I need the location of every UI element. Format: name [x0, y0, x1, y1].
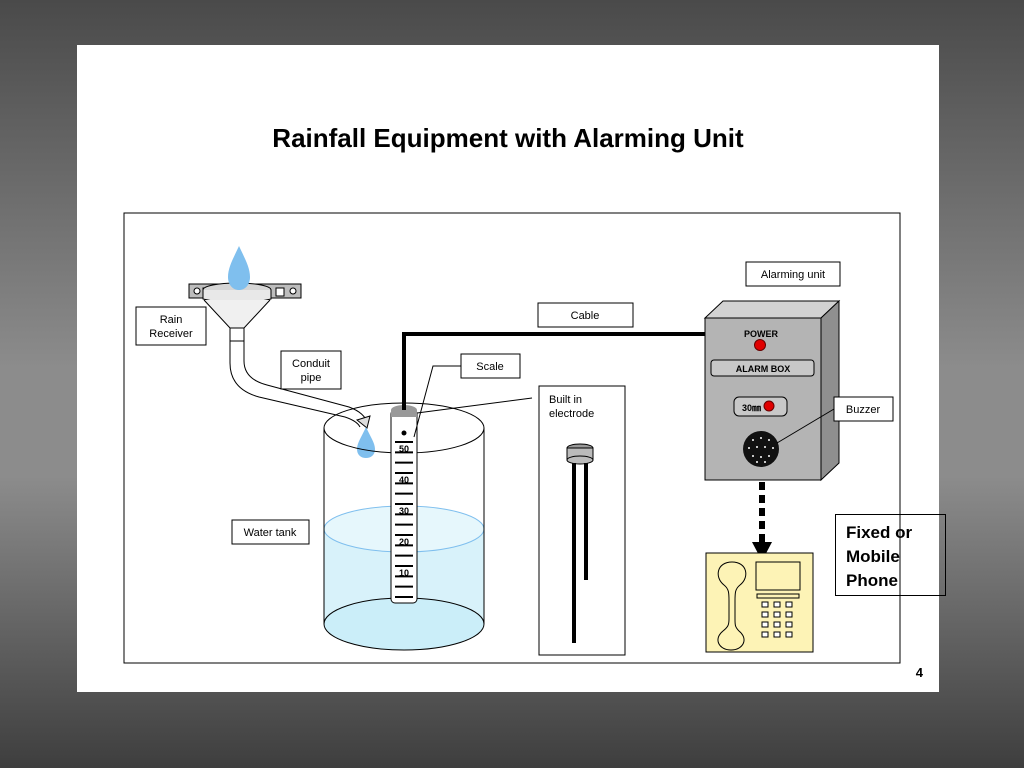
- conduit-pipe-label-line1: Conduit: [292, 358, 330, 370]
- scale-tick-label: 50: [399, 444, 409, 454]
- rain-receiver-label: Rain Receiver: [135, 306, 207, 346]
- scale-tick-label: 10: [399, 568, 409, 578]
- threshold-label: 30㎜: [742, 403, 761, 413]
- water-drop-icon: [228, 246, 250, 290]
- rainfall-equipment-diagram: 50 40 30 20 10 Rain Receiver Conduit pipe Wa…: [123, 212, 901, 664]
- conduit-pipe-label-line2: pipe: [301, 372, 322, 384]
- scale-tick-label: 30: [399, 506, 409, 516]
- alarming-unit-label-text: Alarming unit: [761, 269, 825, 281]
- rain-receiver: [188, 282, 302, 342]
- water-drop-icon: [357, 427, 375, 458]
- water-tank-label-text: Water tank: [244, 527, 297, 539]
- threshold-setting: [733, 396, 788, 417]
- alarming-unit-label: Alarming unit: [745, 261, 841, 287]
- scale-ticks: 50 40 30 20 10: [395, 441, 413, 598]
- scale-label: Scale: [413, 353, 521, 438]
- rain-receiver-label-line1: Rain: [160, 314, 183, 326]
- cable-wire: [402, 332, 705, 410]
- conduit-pipe: [229, 341, 371, 429]
- slide: Rainfall Equipment with Alarming Unit: [77, 45, 946, 692]
- cable-label: Cable: [537, 302, 634, 328]
- buzzer-label-text: Buzzer: [846, 404, 881, 416]
- rain-receiver-label-line2: Receiver: [149, 328, 193, 340]
- alarm-box-nameplate: [710, 359, 815, 377]
- conduit-pipe-label: Conduit pipe: [280, 350, 342, 390]
- electrode-panel: Built in electrode: [416, 385, 626, 656]
- electrode-icon: [566, 443, 594, 643]
- diagram-frame: [123, 212, 901, 664]
- alarm-box-label: ALARM BOX: [736, 364, 791, 374]
- power-indicator-light: [754, 339, 766, 351]
- threshold-indicator-light: [763, 400, 775, 412]
- phone-label: Fixed or Mobile Phone: [835, 514, 946, 596]
- scale-tick-label: 20: [399, 537, 409, 547]
- buzzer-speaker-icon: [743, 431, 779, 467]
- slide-title: Rainfall Equipment with Alarming Unit: [272, 123, 744, 153]
- page-number: 4: [915, 665, 923, 680]
- scale-tick-label: 40: [399, 475, 409, 485]
- alarm-signal-arrow: [752, 482, 772, 561]
- electrode-label-line1: Built in: [549, 394, 582, 406]
- electrode-label-line2: electrode: [549, 408, 594, 420]
- scale-label-text: Scale: [476, 361, 504, 373]
- cable-label-text: Cable: [571, 310, 600, 322]
- water-tank-label: Water tank: [231, 519, 310, 545]
- power-label: POWER: [744, 329, 779, 339]
- buzzer-label: Buzzer: [776, 396, 894, 444]
- alarm-box: POWER ALARM BOX 30㎜: [703, 299, 841, 482]
- phone-icon: [705, 552, 814, 653]
